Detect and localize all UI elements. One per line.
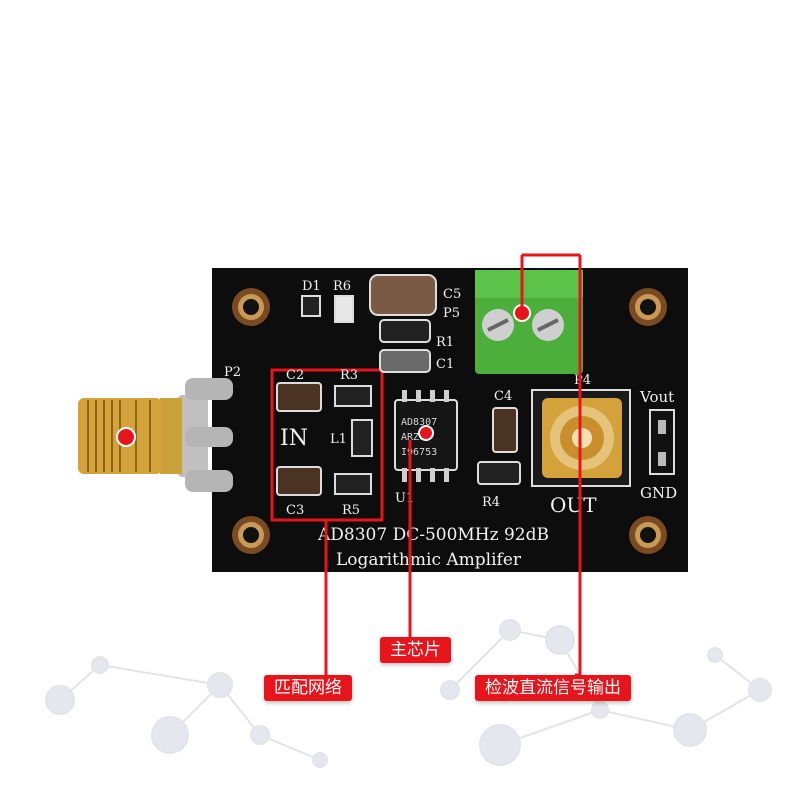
silk-r6: R6 — [333, 279, 351, 294]
callout-detector-output: 检波直流信号输出 — [475, 675, 631, 701]
silk-gnd-label: GND — [640, 484, 677, 502]
silk-r5: R5 — [342, 503, 360, 518]
chip-marking-line: I96753 — [401, 447, 437, 458]
main-chip-ad8307: AD8307 ARZ07 I96753 — [394, 390, 458, 482]
mounting-holes — [232, 288, 667, 554]
top-components — [301, 274, 437, 373]
silk-c5: C5 — [443, 287, 461, 302]
silk-l1: L1 — [330, 432, 347, 447]
silk-p5: P5 — [443, 306, 460, 321]
silk-c3: C3 — [286, 503, 304, 518]
vout-gnd-pin-header — [649, 409, 675, 475]
background-network-decoration — [45, 619, 772, 768]
board-title-line2: Logarithmic Amplifer — [336, 550, 522, 570]
mounting-hole — [232, 288, 270, 326]
silk-p4: P4 — [574, 373, 591, 388]
mounting-hole — [629, 288, 667, 326]
silk-out-label: OUT — [550, 493, 597, 517]
silk-r4: R4 — [482, 495, 500, 510]
output-side-components — [477, 407, 521, 485]
silk-c1: C1 — [436, 357, 454, 372]
board-title-line1: AD8307 DC-500MHz 92dB — [317, 525, 549, 545]
sma-input-connector — [78, 378, 233, 492]
matching-network-components — [276, 382, 373, 496]
terminal-block — [475, 270, 583, 374]
silk-r1: R1 — [436, 335, 454, 350]
callout-main-chip: 主芯片 — [380, 637, 451, 663]
silk-r3: R3 — [340, 368, 358, 383]
mounting-hole — [232, 516, 270, 554]
callout-matching-network: 匹配网络 — [264, 675, 352, 701]
silk-vout-label: Vout — [639, 388, 674, 406]
silk-p2: P2 — [224, 365, 241, 380]
chip-marking-line: ARZ07 — [401, 432, 431, 443]
silk-in-label: IN — [280, 426, 308, 451]
chip-marking-line: AD8307 — [401, 417, 437, 428]
silk-c4: C4 — [494, 389, 512, 404]
silk-d1: D1 — [302, 279, 321, 294]
mounting-hole — [629, 516, 667, 554]
silk-c2: C2 — [286, 368, 304, 383]
